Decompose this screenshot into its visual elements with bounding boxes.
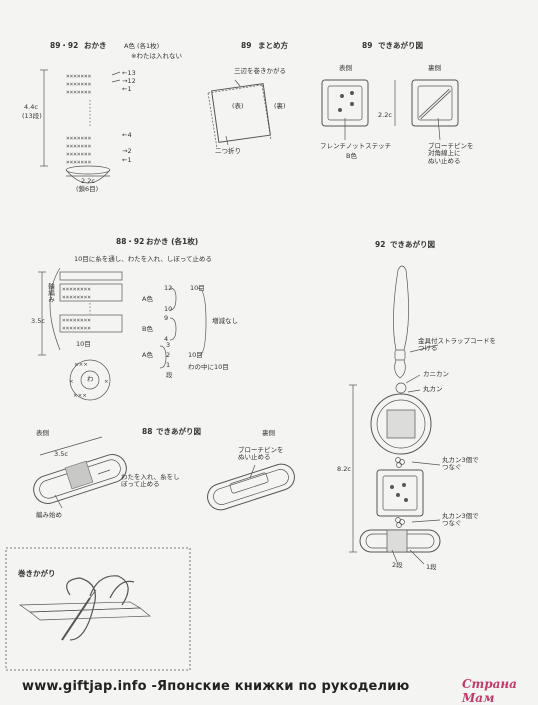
ring-note: わの中に10目 xyxy=(188,363,229,371)
rows-1: 1段 xyxy=(426,563,437,571)
row-label-13: ←13 xyxy=(122,69,136,77)
finished-92-title: できあがり図 xyxy=(390,240,435,249)
assembly-89-title: まとめ方 xyxy=(258,41,288,50)
finished-88-stuff-note: わたを入れ、糸をしぼって止める xyxy=(121,473,180,489)
finished-88-back-label: 裏側 xyxy=(262,429,275,437)
watermark: Страна Мам xyxy=(462,677,517,705)
svg-text:××××××××: ×××××××× xyxy=(62,286,91,293)
row-label-12: →12 xyxy=(122,77,136,85)
footer-site: www.giftjap.info -Японские книжки по рук… xyxy=(22,679,410,694)
finished-92-number: 92 xyxy=(375,240,386,249)
finished-88-start: 編み始め xyxy=(36,511,62,519)
ring-center: わ xyxy=(87,375,94,383)
group-color-b: B色 xyxy=(142,325,153,333)
row-1: 1 xyxy=(166,361,171,369)
strap-note: 金具付ストラップコードをつける xyxy=(418,337,496,353)
svg-text:×××××××: ××××××× xyxy=(66,135,92,142)
assembly-89-drawing xyxy=(207,79,272,149)
row-2: 2 xyxy=(166,351,171,359)
finished-89-drawings xyxy=(321,79,459,141)
whipstitch-drawing xyxy=(5,547,191,671)
row-label-4: ←4 xyxy=(122,131,132,139)
row-label-11: ←1 xyxy=(122,85,132,93)
assembly-89-number: 89 xyxy=(241,41,252,50)
lobster-clasp: カニカン xyxy=(423,370,449,378)
svg-text:×××××××: ××××××× xyxy=(66,73,92,80)
okaki-chart-89-92: ××××××× ××××××× ××××××× ××××××× ××××××× … xyxy=(40,69,111,184)
count-10-top: 10目 xyxy=(190,284,205,292)
svg-text:×××××××: ××××××× xyxy=(66,81,92,88)
pattern-88-92-base: 10目 xyxy=(76,340,91,348)
jump-ring-3a: 丸カン3個で つなぐ xyxy=(442,456,479,472)
finished-89-number: 89 xyxy=(362,41,373,50)
height-dim: 4.4c xyxy=(24,103,38,111)
height-rows: (13段) xyxy=(22,112,42,120)
chain-count: (鎖6目) xyxy=(76,185,99,193)
svg-text:×: × xyxy=(104,379,109,385)
finished-88-number: 88 xyxy=(142,427,153,436)
row-9: 9 xyxy=(164,314,169,322)
pattern-89-92-note: ※わたは入れない xyxy=(131,52,182,60)
finished-88-front-label: 表側 xyxy=(36,429,49,437)
svg-text:×××: ××× xyxy=(73,393,87,399)
finished-88-back-drawing xyxy=(207,463,295,511)
finished-89-stitch-color: B色 xyxy=(346,152,357,160)
svg-text:×: × xyxy=(69,379,74,385)
width-dim: 2.2c xyxy=(81,177,95,185)
finished-89-front-label: 表側 xyxy=(339,64,352,72)
count-10-bottom: 10目 xyxy=(188,351,203,359)
pattern-89-92-color: A色 (各1枚) xyxy=(124,42,160,50)
assembly-89-note: 三辺を巻きかがる xyxy=(234,67,286,75)
pattern-89-92-title: おかき xyxy=(84,41,107,50)
jump-ring-3b: 丸カン3個で つなぐ xyxy=(442,512,479,528)
finished-89-title: できあがり図 xyxy=(378,41,423,50)
svg-text:×××××××: ××××××× xyxy=(66,89,92,96)
finished-88-dim: 3.5c xyxy=(54,450,68,458)
pattern-88-92-height: 3.5c xyxy=(31,317,45,325)
pattern-88-92-number: 88・92 xyxy=(116,237,145,246)
pattern-88-92-instruction: 10目に糸を通し、わたを入れ、しぼって止める xyxy=(74,255,213,263)
finished-88-title: できあがり図 xyxy=(156,427,201,436)
row-label-1: ←1 xyxy=(122,156,132,164)
pattern-88-92-title: おかき (各1枚) xyxy=(146,237,199,246)
assembly-89-front: (表) xyxy=(232,102,244,110)
svg-text:××××××××: ×××××××× xyxy=(62,317,91,324)
group-color-a-bottom: A色 xyxy=(142,351,153,359)
finished-89-stitch: フレンチノットステッチ xyxy=(320,142,392,150)
group-color-a-top: A色 xyxy=(142,295,153,303)
finished-88-front-drawing xyxy=(33,436,127,509)
row-4: 4 xyxy=(164,335,169,343)
finished-89-dim: 2.2c xyxy=(378,111,392,119)
finished-89-back-label: 裏側 xyxy=(428,64,441,72)
rows-2: 2段 xyxy=(392,561,403,569)
strap-length: 8.2c xyxy=(337,465,351,473)
assembly-89-fold: 二つ折り xyxy=(215,147,241,155)
row-10: 10 xyxy=(164,305,173,313)
finished-89-pin-note: ブローチピンを 対角線上に ぬい止める xyxy=(428,142,474,165)
finished-88-pin-note: ブローチピンを ぬい止める xyxy=(238,446,284,462)
jump-ring: 丸カン xyxy=(423,385,443,393)
svg-text:××××××××: ×××××××× xyxy=(62,294,91,301)
pattern-89-92-number: 89・92 xyxy=(50,41,79,50)
row-unit: 段 xyxy=(166,371,173,379)
row-label-2: →2 xyxy=(122,147,132,155)
okaki-chart-88-92: ×××××××× ×××××××× ×××××××× ×××××××× ××× … xyxy=(38,267,207,401)
svg-text:××××××××: ×××××××× xyxy=(62,325,91,332)
svg-text:×××: ××× xyxy=(74,362,88,368)
row-12: 12 xyxy=(164,284,173,292)
svg-text:×××××××: ××××××× xyxy=(66,159,92,166)
assembly-89-back: (裏) xyxy=(274,102,286,110)
svg-text:×××××××: ××××××× xyxy=(66,143,92,150)
strap-assembly-92-drawing xyxy=(349,265,441,565)
row-3: 3 xyxy=(166,341,171,349)
ring-label: 輪編み xyxy=(46,283,55,303)
svg-text:×××××××: ××××××× xyxy=(66,151,92,158)
whipstitch-title: 巻きかがり xyxy=(18,569,56,578)
no-change: 増減なし xyxy=(212,317,238,325)
